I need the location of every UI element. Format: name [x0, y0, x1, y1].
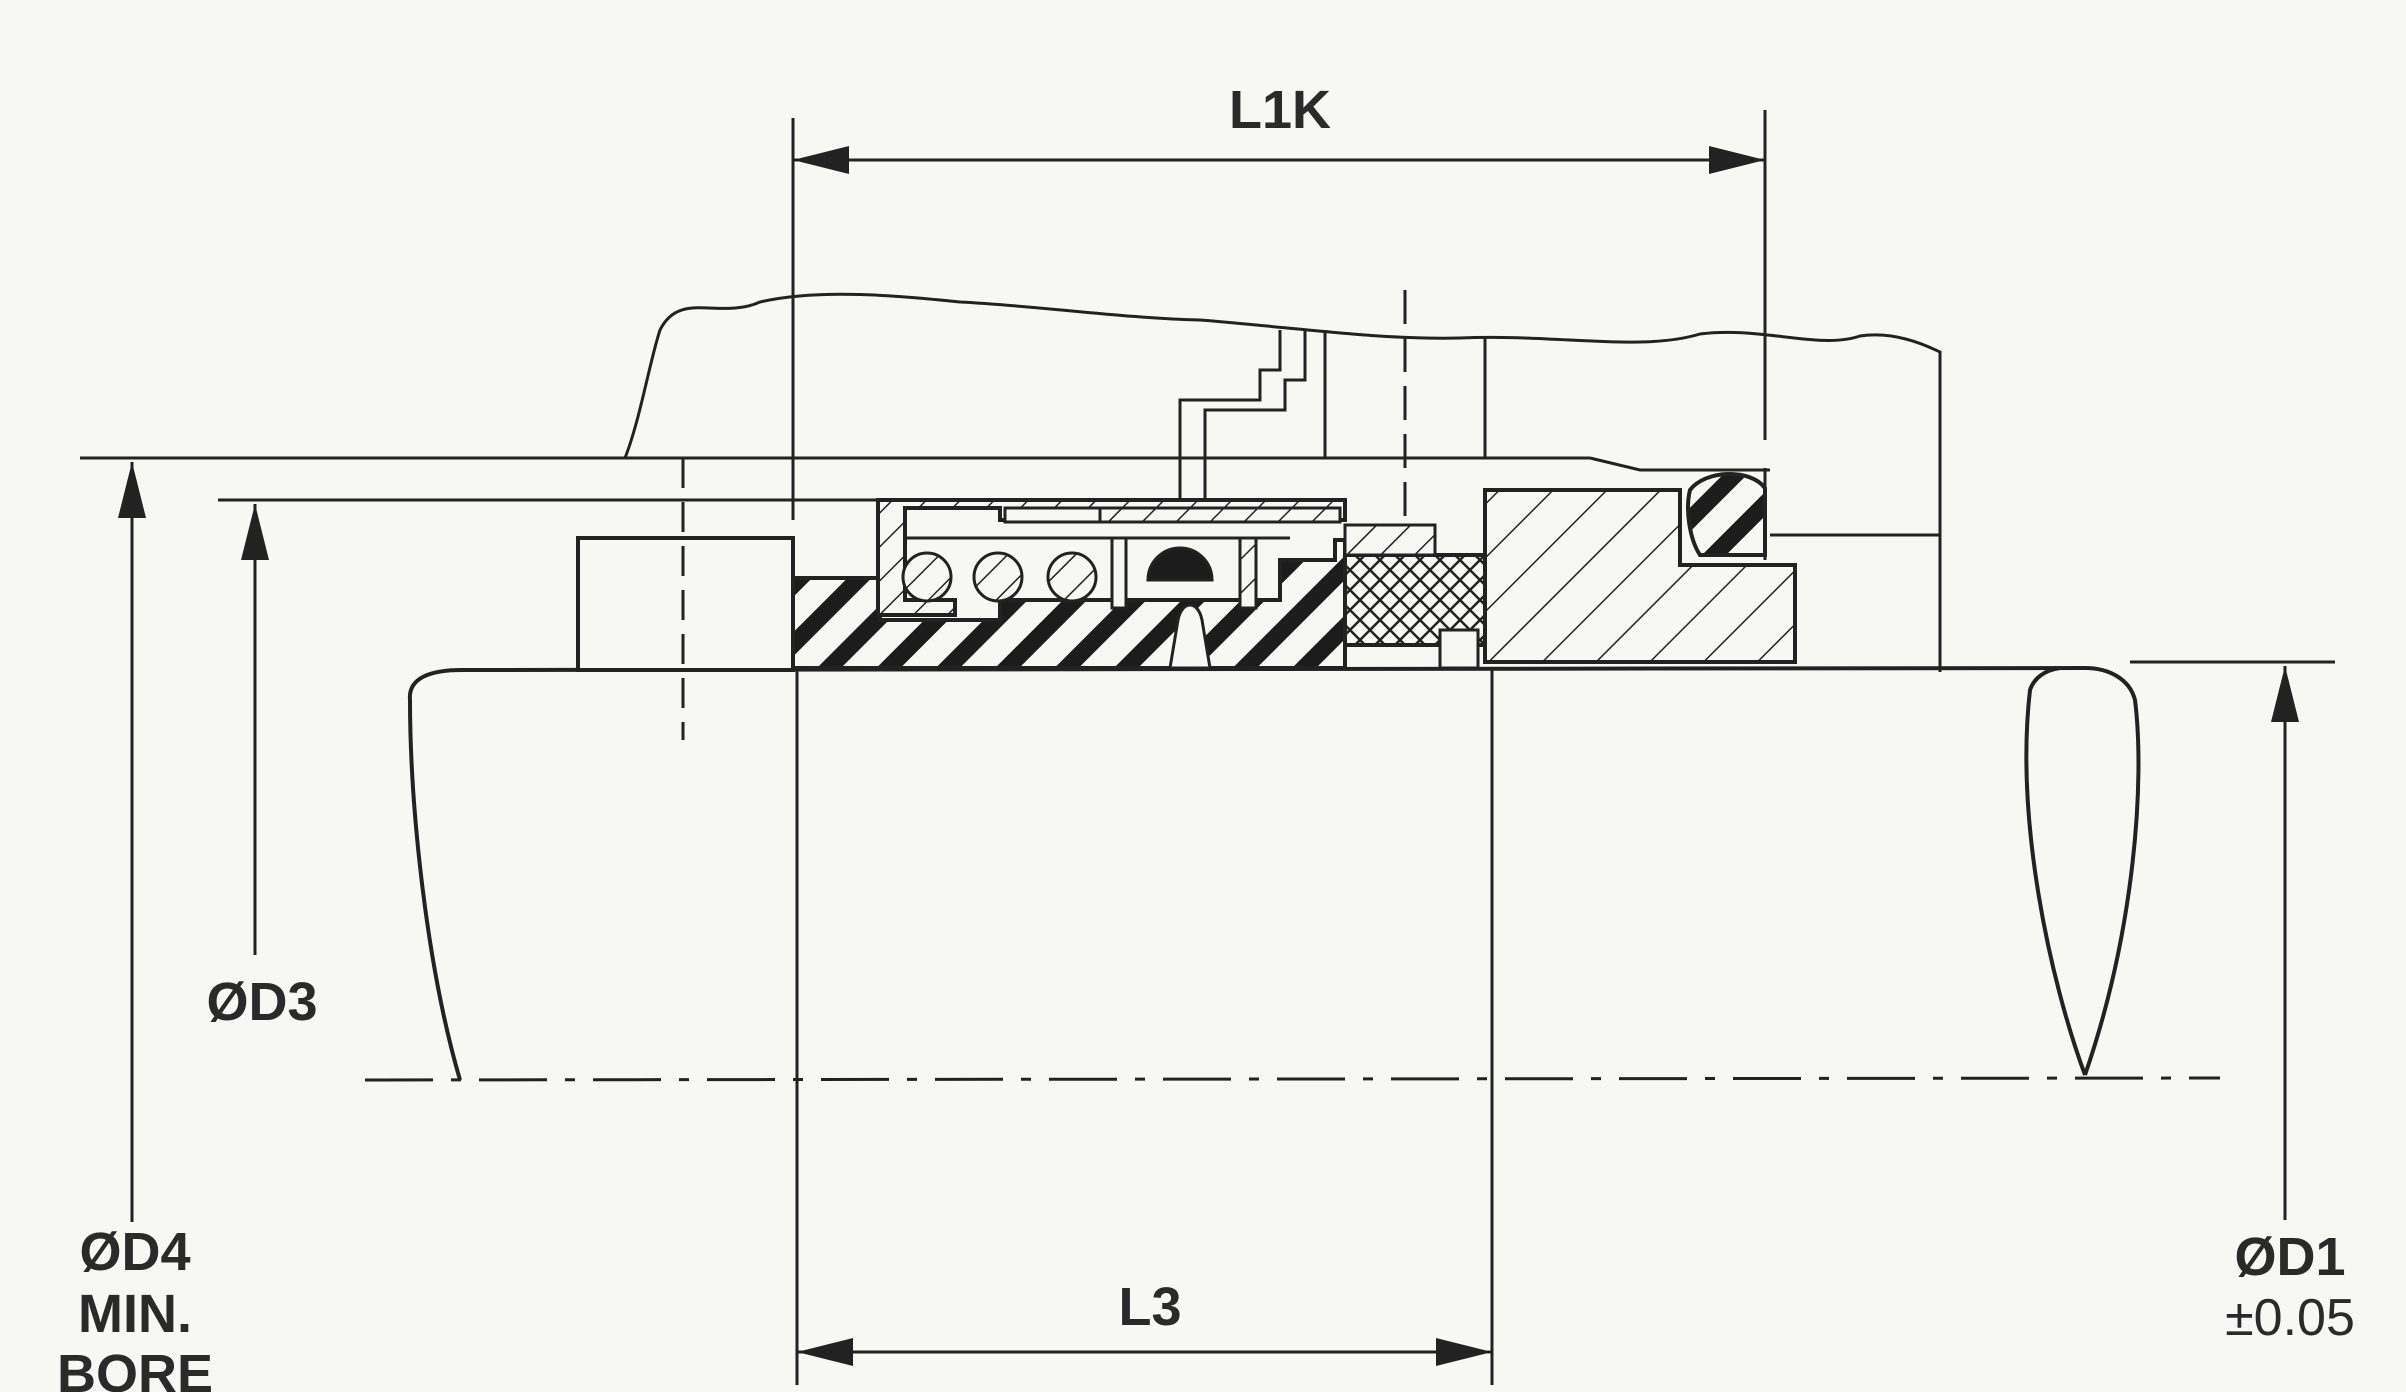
set-collar — [576, 458, 795, 740]
stationary-seat — [1483, 468, 1797, 664]
label-d1-line2: ±0.05 — [2225, 1289, 2355, 1347]
label-d3: ØD3 — [206, 972, 317, 1032]
carbon-face — [1343, 523, 1487, 670]
shaft — [364, 665, 2221, 1082]
label-l1k: L1K — [1229, 80, 1331, 140]
label-d4-line2: MIN. — [78, 1284, 192, 1344]
dimension-d3: ØD3 — [206, 498, 880, 1032]
springs — [901, 536, 1290, 610]
dimension-d4: ØD4 MIN. BORE — [57, 456, 625, 1392]
label-d4-line1: ØD4 — [79, 1222, 190, 1282]
housing-outline — [623, 290, 1942, 672]
dimension-l3: L3 — [795, 668, 1494, 1385]
dimension-d1: ØD1 ±0.05 — [2130, 660, 2355, 1347]
dimension-l1k: L1K — [791, 80, 1767, 520]
label-d1-line1: ØD1 — [2234, 1227, 2345, 1287]
elastomer-bellows — [791, 538, 1347, 670]
spring-retainer — [876, 498, 1347, 617]
label-l3: L3 — [1118, 1277, 1181, 1337]
label-d4-line3: BORE — [57, 1344, 213, 1392]
